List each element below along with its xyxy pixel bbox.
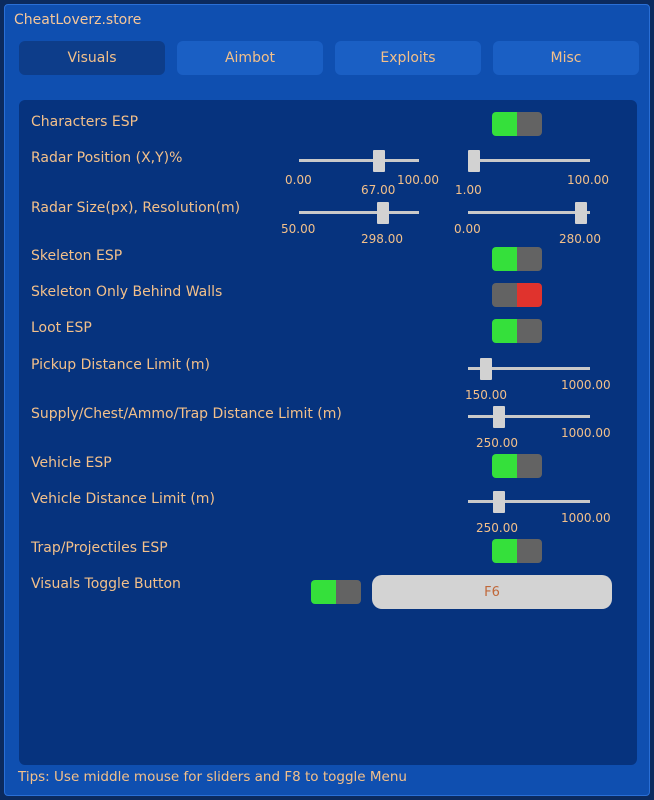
radar-position-y-slider[interactable] <box>468 150 590 172</box>
radar-x-max: 100.00 <box>397 173 439 187</box>
characters-esp-toggle[interactable] <box>492 112 542 136</box>
pickup-distance-slider[interactable] <box>468 358 590 380</box>
vehicle-distance-max: 1000.00 <box>561 511 611 525</box>
window-title: CheatLoverz.store <box>14 12 142 28</box>
pickup-distance-max: 1000.00 <box>561 378 611 392</box>
radar-resolution-min: 0.00 <box>454 222 481 236</box>
skeleton-behind-walls-label: Skeleton Only Behind Walls <box>31 284 223 300</box>
radar-x-value: 67.00 <box>361 183 396 197</box>
vehicle-distance-value: 250.00 <box>476 521 518 535</box>
radar-resolution-slider[interactable] <box>468 202 590 224</box>
radar-resolution-value: 280.00 <box>559 232 601 246</box>
supply-distance-label: Supply/Chest/Ammo/Trap Distance Limit (m… <box>31 406 342 422</box>
vehicle-esp-toggle[interactable] <box>492 454 542 478</box>
visuals-toggle-switch[interactable] <box>311 580 361 604</box>
tab-exploits[interactable]: Exploits <box>335 41 481 75</box>
vehicle-esp-label: Vehicle ESP <box>31 455 112 471</box>
pickup-distance-value: 150.00 <box>465 388 507 402</box>
skeleton-esp-toggle[interactable] <box>492 247 542 271</box>
tab-misc[interactable]: Misc <box>493 41 639 75</box>
radar-y-min: 1.00 <box>455 183 482 197</box>
characters-esp-label: Characters ESP <box>31 114 139 130</box>
slider-thumb[interactable] <box>492 406 505 428</box>
skeleton-esp-label: Skeleton ESP <box>31 248 123 264</box>
radar-size-slider[interactable] <box>299 202 419 224</box>
radar-x-min: 0.00 <box>285 173 312 187</box>
slider-thumb[interactable] <box>492 491 505 513</box>
visuals-keybind-button[interactable]: F6 <box>372 575 612 609</box>
visuals-panel: Characters ESP Radar Position (X,Y)% 0.0… <box>19 100 637 765</box>
slider-thumb[interactable] <box>468 150 480 172</box>
tab-aimbot[interactable]: Aimbot <box>177 41 323 75</box>
menu-window: CheatLoverz.store Visuals Aimbot Exploit… <box>4 4 650 796</box>
radar-size-value: 298.00 <box>361 232 403 246</box>
trap-esp-label: Trap/Projectiles ESP <box>31 540 168 556</box>
slider-thumb[interactable] <box>480 358 493 380</box>
supply-distance-max: 1000.00 <box>561 426 611 440</box>
supply-distance-slider[interactable] <box>468 406 590 428</box>
loot-esp-label: Loot ESP <box>31 320 92 336</box>
slider-thumb[interactable] <box>377 202 389 224</box>
loot-esp-toggle[interactable] <box>492 319 542 343</box>
vehicle-distance-slider[interactable] <box>468 491 590 513</box>
radar-y-max: 100.00 <box>567 173 609 187</box>
slider-thumb[interactable] <box>575 202 588 224</box>
radar-size-label: Radar Size(px), Resolution(m) <box>31 200 241 216</box>
tab-visuals[interactable]: Visuals <box>19 41 165 75</box>
vehicle-distance-label: Vehicle Distance Limit (m) <box>31 491 215 507</box>
skeleton-behind-walls-toggle[interactable] <box>492 283 542 307</box>
trap-esp-toggle[interactable] <box>492 539 542 563</box>
slider-thumb[interactable] <box>373 150 386 172</box>
tips-text: Tips: Use middle mouse for sliders and F… <box>18 769 407 785</box>
radar-position-label: Radar Position (X,Y)% <box>31 150 183 166</box>
visuals-toggle-label: Visuals Toggle Button <box>31 576 181 592</box>
radar-size-min: 50.00 <box>281 222 316 236</box>
pickup-distance-label: Pickup Distance Limit (m) <box>31 357 210 373</box>
radar-position-x-slider[interactable] <box>299 150 419 172</box>
supply-distance-value: 250.00 <box>476 436 518 450</box>
